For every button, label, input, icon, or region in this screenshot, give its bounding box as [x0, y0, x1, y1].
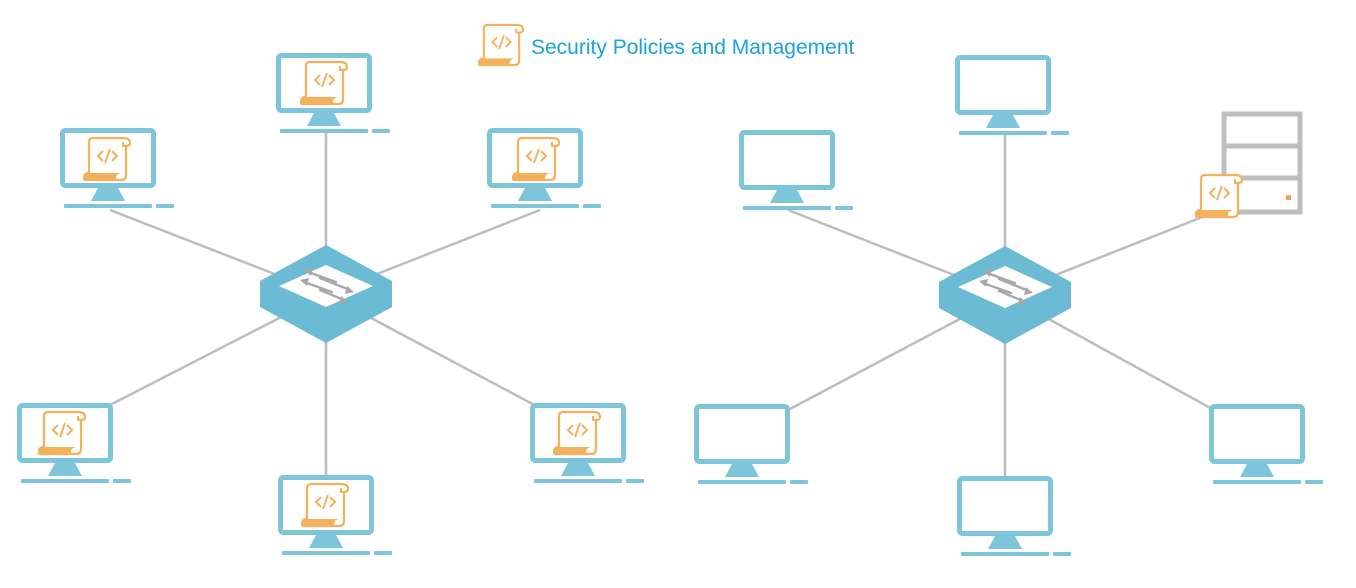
computer-node [958, 58, 1070, 136]
network-switch-icon [258, 243, 394, 345]
monitor-icon [958, 58, 1070, 136]
computer-node [281, 478, 393, 556]
computer-node [20, 406, 132, 484]
policy-scroll-icon [511, 136, 561, 182]
computer-node [1212, 407, 1324, 485]
computer-node [490, 131, 602, 209]
computer-node [63, 131, 175, 209]
monitor-icon [960, 479, 1072, 557]
computer-node [533, 406, 645, 484]
policy-scroll-icon [37, 410, 87, 456]
monitor-icon [742, 133, 854, 211]
policy-scroll-icon [478, 23, 525, 67]
monitor-icon [1212, 407, 1324, 485]
policy-scroll-icon [300, 482, 350, 528]
server-node [1194, 111, 1303, 219]
monitor-icon [697, 407, 809, 485]
computer-node [279, 56, 391, 134]
left-network [20, 56, 645, 556]
policy-scroll-icon [299, 60, 349, 106]
right-network [697, 58, 1324, 557]
policy-scroll-icon [552, 410, 602, 456]
policy-scroll-icon [82, 136, 132, 182]
diagram-title: Security Policies and Management [478, 23, 855, 67]
title-text: Security Policies and Management [531, 36, 855, 59]
computer-node [960, 479, 1072, 557]
network-switch-icon [937, 244, 1073, 346]
policy-scroll-icon [1194, 173, 1244, 219]
computer-node [742, 133, 854, 211]
computer-node [697, 407, 809, 485]
